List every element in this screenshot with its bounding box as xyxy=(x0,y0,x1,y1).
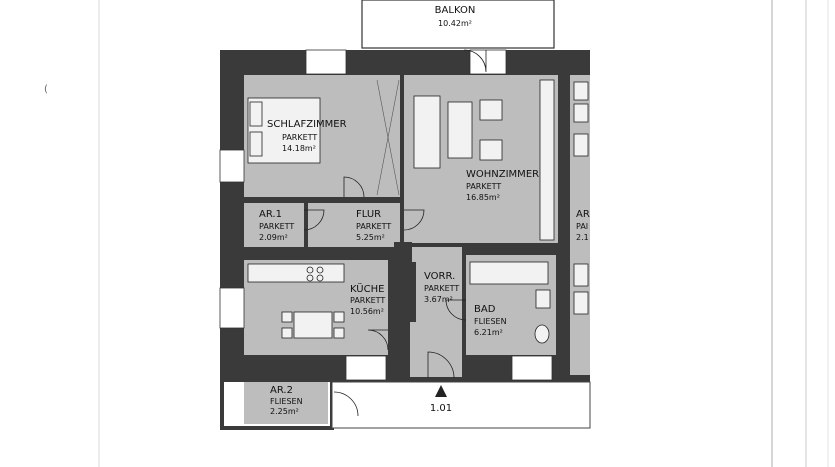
label-ar2-area: 2.25m² xyxy=(270,407,299,416)
chair-1 xyxy=(281,311,293,323)
chair-2 xyxy=(281,327,293,339)
door-kueche xyxy=(367,329,389,351)
label-flur-area: 5.25m² xyxy=(356,233,385,242)
label-kueche-name: KÜCHE xyxy=(350,282,384,295)
neighbor-fixture-1 xyxy=(573,81,589,101)
label-vorr-area: 3.67m² xyxy=(424,295,453,304)
chair-4 xyxy=(333,327,345,339)
label-bad-area: 6.21m² xyxy=(474,328,503,337)
room-vorr xyxy=(410,247,462,377)
label-neighbor-floor: PAI xyxy=(576,222,588,231)
window-kueche-left xyxy=(219,287,245,329)
neighbor-fixture-5 xyxy=(573,291,589,315)
shelf xyxy=(539,79,555,241)
washbasin xyxy=(535,289,551,309)
coffee-table xyxy=(447,101,473,159)
door-balkon xyxy=(463,49,487,73)
window-wohn-top xyxy=(469,49,507,75)
label-schlafzimmer-area: 14.18m² xyxy=(282,144,316,153)
label-bad-name: BAD xyxy=(474,304,496,315)
label-ar2-name: AR.2 xyxy=(270,385,293,396)
vorr-column xyxy=(406,262,416,322)
corridor xyxy=(331,381,591,429)
toilet xyxy=(534,324,550,344)
label-vorr-floor: PARKETT xyxy=(424,284,459,293)
door-wohn xyxy=(403,209,425,231)
label-balkon-name: BALKON xyxy=(435,5,476,16)
window-bad-bottom xyxy=(511,355,553,381)
neighbor-fixture-3 xyxy=(573,133,589,157)
neighbor-fixture-2 xyxy=(573,103,589,123)
label-ar1-name: AR.1 xyxy=(259,209,282,220)
label-schlafzimmer-floor: PARKETT xyxy=(282,133,317,142)
door-bad xyxy=(445,299,467,321)
dining-table xyxy=(293,311,333,339)
label-bad-floor: FLIESEN xyxy=(474,317,507,326)
balcony-area xyxy=(361,0,555,49)
label-ar1-floor: PARKETT xyxy=(259,222,294,231)
door-ar2 xyxy=(333,391,359,417)
armchair-1 xyxy=(479,99,503,121)
margin-mark: ( xyxy=(44,84,48,95)
armchair-2 xyxy=(479,139,503,161)
chair-3 xyxy=(333,311,345,323)
label-neighbor-area: 2.1 xyxy=(576,233,589,242)
hob-2 xyxy=(316,266,324,274)
label-ar2-floor: FLIESEN xyxy=(270,397,303,406)
bathtub xyxy=(469,261,549,285)
door-ar1 xyxy=(303,209,325,231)
hob-1 xyxy=(306,266,314,274)
room-ar1 xyxy=(244,203,304,247)
hob-3 xyxy=(306,274,314,282)
bed-pillow-1 xyxy=(249,101,263,127)
label-wohnzimmer-area: 16.85m² xyxy=(466,193,500,202)
neighbor-fixture-4 xyxy=(573,263,589,287)
door-schlaf xyxy=(343,176,365,198)
sofa xyxy=(413,95,441,169)
label-wohnzimmer-name: WOHNZIMMER xyxy=(466,169,539,180)
label-ar1-area: 2.09m² xyxy=(259,233,288,242)
label-vorr-name: VORR. xyxy=(424,271,455,282)
label-flur-floor: PARKETT xyxy=(356,222,391,231)
label-neighbor-name: AR xyxy=(576,209,590,220)
door-entrance xyxy=(427,351,455,379)
entrance-arrow-icon xyxy=(435,385,447,397)
hob-4 xyxy=(316,274,324,282)
label-wohnzimmer-floor: PARKETT xyxy=(466,182,501,191)
window-schlaf-top xyxy=(305,49,347,75)
label-kueche-area: 10.56m² xyxy=(350,307,384,316)
label-flur-name: FLUR xyxy=(356,209,381,220)
wardrobe-cross-b xyxy=(376,79,400,196)
window-kueche-bottom xyxy=(345,355,387,381)
vorr-wall-stub xyxy=(394,242,412,268)
room-ar2 xyxy=(244,382,328,424)
label-balkon-area: 10.42m² xyxy=(438,19,472,28)
window-schlaf-left xyxy=(219,149,245,183)
label-kueche-floor: PARKETT xyxy=(350,296,385,305)
kitchen-counter xyxy=(247,263,345,283)
label-schlafzimmer-name: SCHLAFZIMMER xyxy=(267,119,347,130)
bed-pillow-2 xyxy=(249,131,263,157)
label-entrance: 1.01 xyxy=(430,403,452,414)
